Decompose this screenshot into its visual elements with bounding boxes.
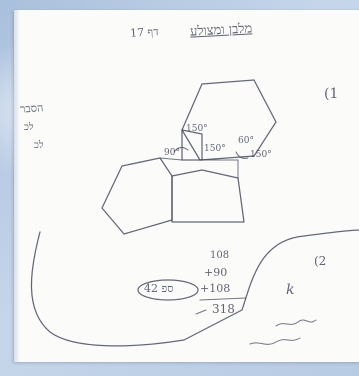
right-note-2: (2 [314, 254, 327, 268]
problem-number: (1 [324, 86, 339, 102]
margin-note-3: לכ [34, 140, 44, 151]
right-note-k: k [286, 282, 295, 298]
answer-oval [137, 279, 199, 301]
angle-label-hex-left: 150° [186, 124, 208, 134]
margin-note-2: לכ [24, 122, 34, 133]
angle-label-hex-mid: 150° [204, 144, 226, 154]
pentagon-left [101, 157, 173, 235]
hexagon-top [181, 79, 277, 161]
angle-arc-2 [235, 151, 249, 159]
calc-line-1: 108 [210, 250, 230, 261]
angle-label-hex-right: 60° [238, 136, 254, 146]
calc-sum: 318 [212, 302, 235, 316]
worksheet-page: 17 דף מלבן ומצולע (1 הסבר לכ לכ 150° 150… [14, 10, 359, 362]
scribble-1 [275, 319, 317, 327]
scribble-2 [249, 337, 301, 345]
section-bracket [30, 229, 359, 347]
angle-label-hex-outer: 150° [250, 150, 272, 160]
calc-line-2: +90 [204, 266, 228, 279]
connector-line [159, 157, 239, 179]
angle-label-square: 90° [164, 148, 180, 158]
geometry-sketch [30, 79, 359, 347]
polygon-bottom [171, 169, 245, 223]
sum-arrow [195, 309, 207, 315]
sum-rule [199, 297, 247, 301]
calc-boxed-result: 42 ספ [144, 282, 174, 295]
calc-line-3: +108 [200, 282, 231, 295]
angle-arc-1 [173, 146, 189, 153]
